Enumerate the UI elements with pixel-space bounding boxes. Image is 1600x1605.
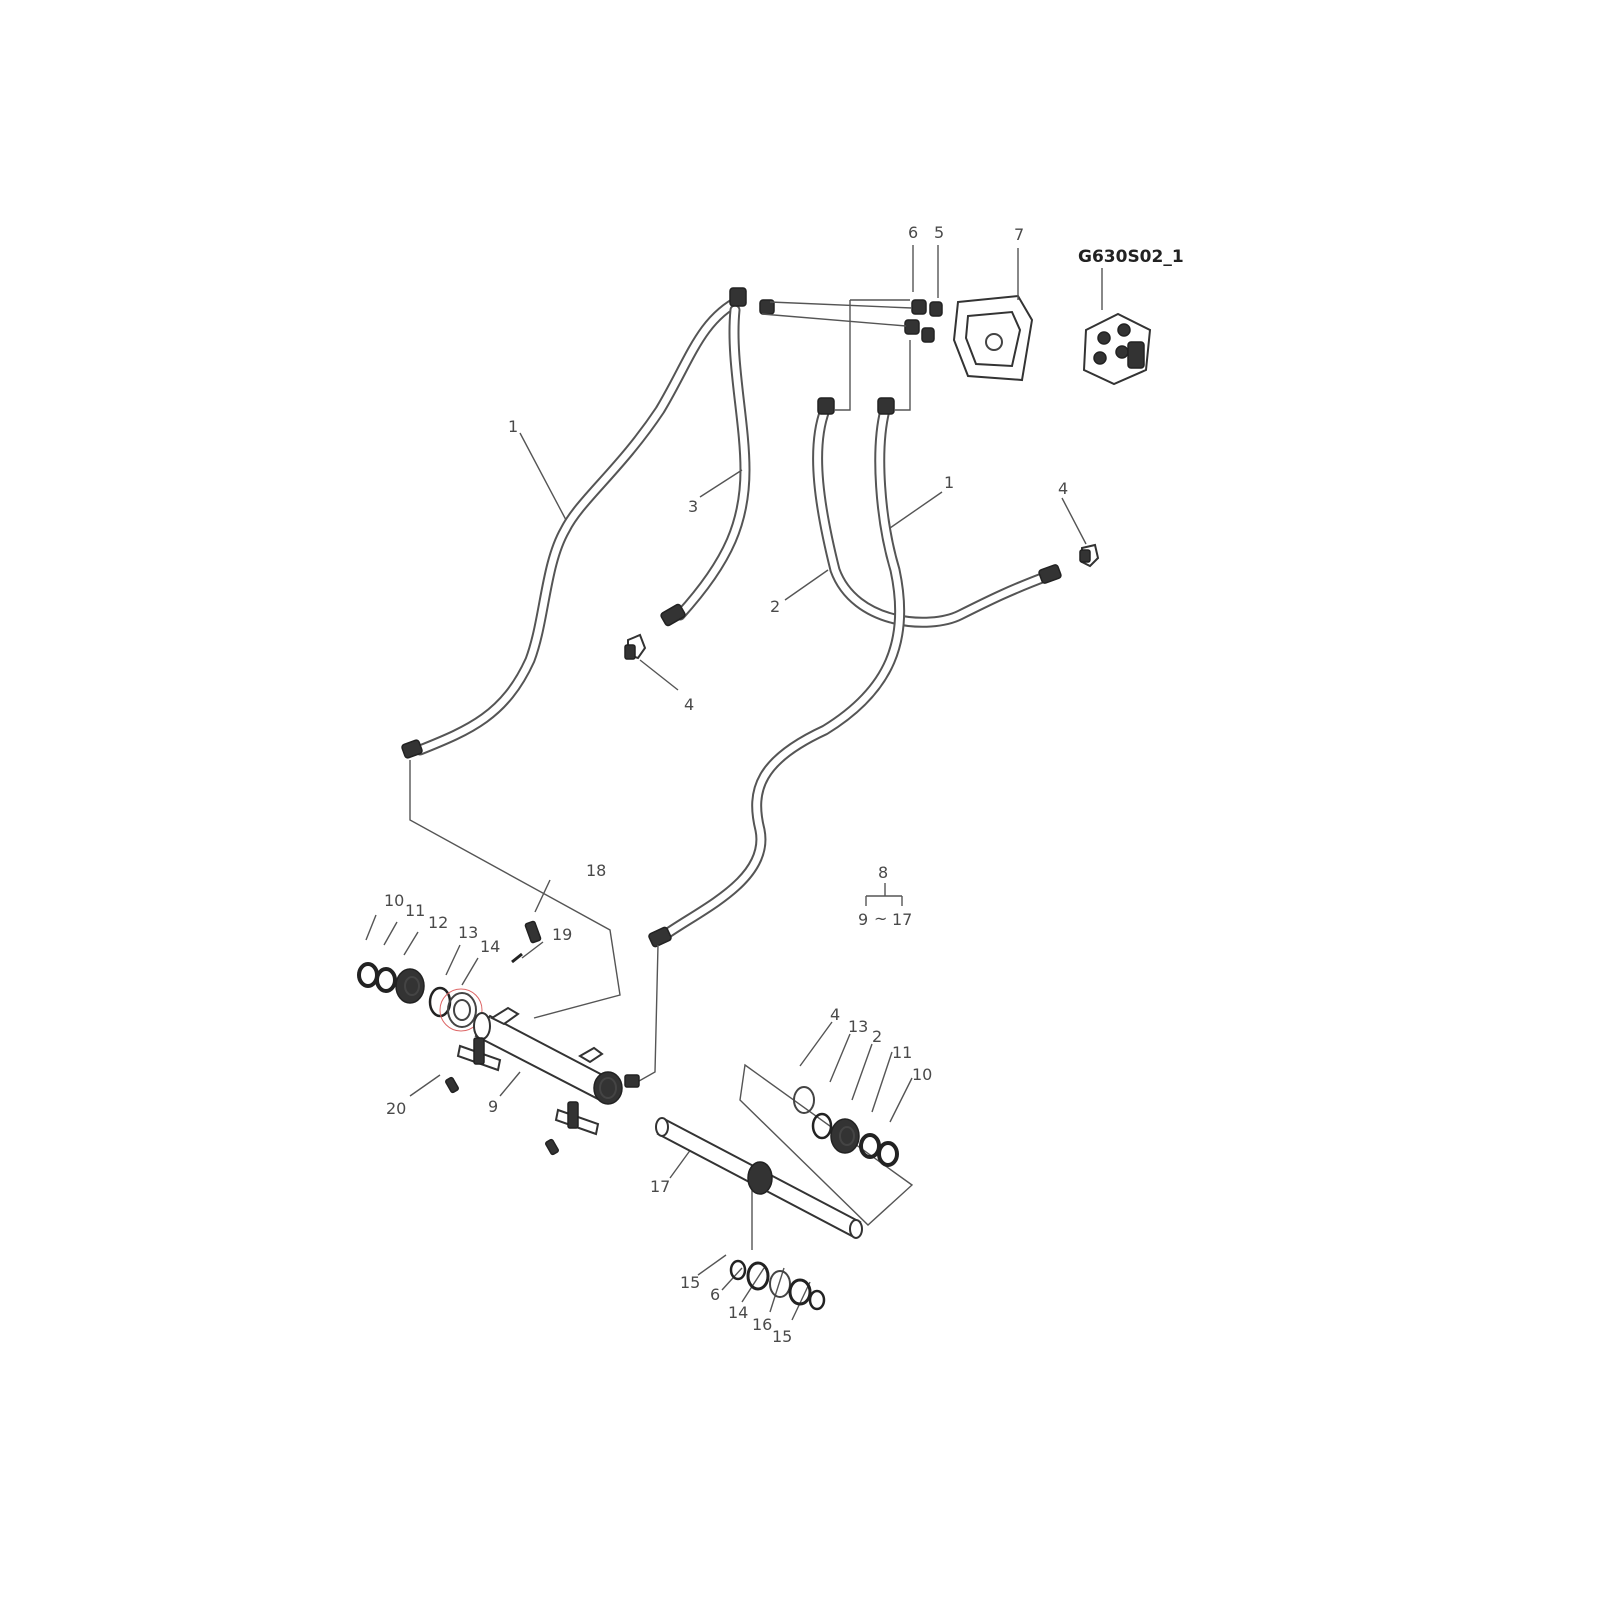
callout: 13 <box>848 1017 868 1036</box>
assembly-range-sep: ~ <box>874 909 887 928</box>
callout: 1 <box>508 417 518 436</box>
steering-bracket-7 <box>952 294 1034 382</box>
callout: 4 <box>684 695 694 714</box>
clamp-bracket-right <box>545 1101 600 1156</box>
callout: 12 <box>428 913 448 932</box>
callout: 1 <box>944 473 954 492</box>
callout: 18 <box>586 861 606 880</box>
drawing-code: G630S02_1 <box>1078 247 1184 267</box>
callout: 19 <box>552 925 572 944</box>
hose-2 <box>812 404 1056 628</box>
callout: 11 <box>892 1043 912 1062</box>
callout: 11 <box>405 901 425 920</box>
cylinder-barrel-9 <box>473 1006 623 1105</box>
hose-fittings <box>401 287 1062 948</box>
callout: 15 <box>680 1273 700 1292</box>
hose-1-right <box>659 404 906 941</box>
assembly-label-top: 8 <box>878 863 888 882</box>
grease-fitting-18 <box>524 920 542 944</box>
callout: 13 <box>458 923 478 942</box>
assembly-range-end: 17 <box>892 910 912 929</box>
elbow-fitting-4-left <box>624 633 647 660</box>
piston-seals <box>729 1259 826 1311</box>
callout: 5 <box>934 223 944 242</box>
callout: 7 <box>1014 225 1024 244</box>
callout: 10 <box>384 891 404 910</box>
adapters-5-6 <box>904 299 943 343</box>
seal-kit-right <box>793 1086 899 1167</box>
leader-lines <box>365 245 1103 1321</box>
callout: 6 <box>710 1285 720 1304</box>
callout: 10 <box>912 1065 932 1084</box>
assembly-label-8: 8 9 ~ 17 <box>858 863 912 929</box>
pin-19 <box>511 952 523 964</box>
callout: 15 <box>772 1327 792 1346</box>
callout: 4 <box>1058 479 1068 498</box>
callout: 2 <box>770 597 780 616</box>
tube-fitting <box>624 1074 640 1088</box>
assembly-range-start: 9 <box>858 910 868 929</box>
callout: 16 <box>752 1315 772 1334</box>
callout: 2 <box>872 1027 882 1046</box>
callout: 9 <box>488 1097 498 1116</box>
callout: 14 <box>480 937 500 956</box>
elbow-fitting-4-right <box>1079 543 1100 568</box>
callout: 20 <box>386 1099 406 1118</box>
callout: 4 <box>830 1005 840 1024</box>
callout: 3 <box>688 497 698 516</box>
callout: 14 <box>728 1303 748 1322</box>
clamp-bracket-left <box>445 1037 502 1094</box>
hose-3 <box>674 304 751 621</box>
piston-rod-17 <box>655 1117 863 1239</box>
hose-1-left <box>414 294 746 756</box>
steering-unit <box>1082 312 1152 386</box>
callout: 6 <box>908 223 918 242</box>
callout: 17 <box>650 1177 670 1196</box>
seal-kit-left <box>357 962 483 1032</box>
callout-labels: 6 5 7 1 3 1 4 2 4 18 10 11 12 13 14 19 2… <box>384 223 1068 1346</box>
